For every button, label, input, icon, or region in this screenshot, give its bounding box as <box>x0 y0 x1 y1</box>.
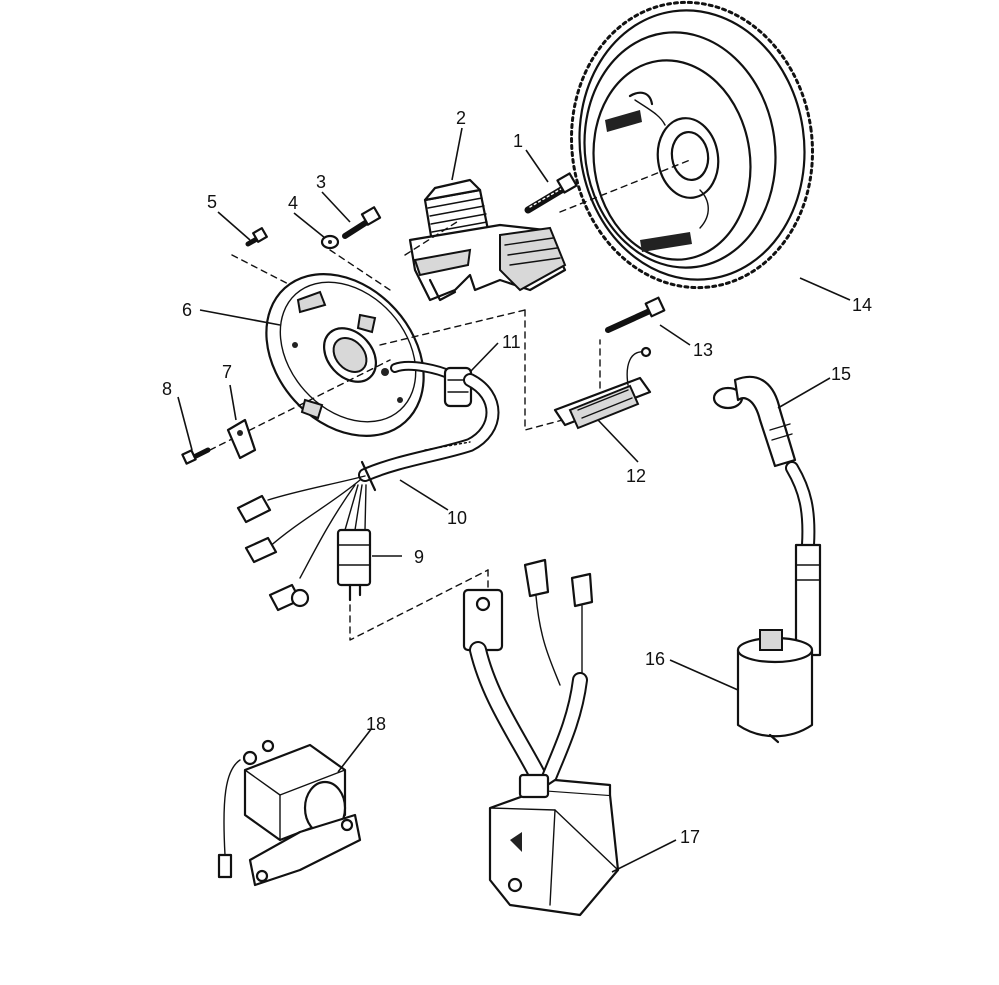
connector-part-9 <box>336 528 372 602</box>
callout-11: 11 <box>502 332 521 352</box>
cdi-box-part-17 <box>462 558 620 917</box>
screw-part-5 <box>245 227 268 247</box>
washer-part-4 <box>320 234 340 250</box>
screw-part-8 <box>181 447 211 465</box>
stator-coil-part-2 <box>408 178 567 302</box>
callout-12: 12 <box>626 466 646 486</box>
solenoid-part-18 <box>217 739 362 887</box>
callout-labels: 1 2 3 4 5 6 7 8 9 10 11 12 13 14 15 16 1… <box>162 108 872 847</box>
callout-3: 3 <box>316 172 326 192</box>
callout-2: 2 <box>456 108 466 128</box>
callout-16: 16 <box>645 649 665 669</box>
wire-harness-part-10 <box>236 373 500 612</box>
callout-4: 4 <box>288 193 298 213</box>
callout-6: 6 <box>182 300 192 320</box>
callout-10: 10 <box>447 508 467 528</box>
spark-plug-cap-part-15 <box>712 375 797 468</box>
ignition-coil-part-16 <box>736 461 822 744</box>
stator-plate-part-6 <box>265 273 425 437</box>
callout-15: 15 <box>831 364 851 384</box>
callout-8: 8 <box>162 379 172 399</box>
screw-part-3 <box>342 206 382 239</box>
callout-14: 14 <box>852 295 872 315</box>
pulser-coil-part-12 <box>553 346 652 430</box>
callout-1: 1 <box>513 131 523 151</box>
callout-18: 18 <box>366 714 386 734</box>
grommet-part-11 <box>390 360 473 408</box>
callout-9: 9 <box>414 547 424 567</box>
clamp-part-7 <box>226 418 257 460</box>
callout-13: 13 <box>693 340 713 360</box>
callout-5: 5 <box>207 192 217 212</box>
callout-leaders <box>177 127 851 873</box>
flywheel <box>570 0 814 290</box>
callout-17: 17 <box>680 827 700 847</box>
bolt-part-1 <box>524 172 578 214</box>
callout-7: 7 <box>222 362 232 382</box>
bolt-part-13 <box>605 296 666 333</box>
